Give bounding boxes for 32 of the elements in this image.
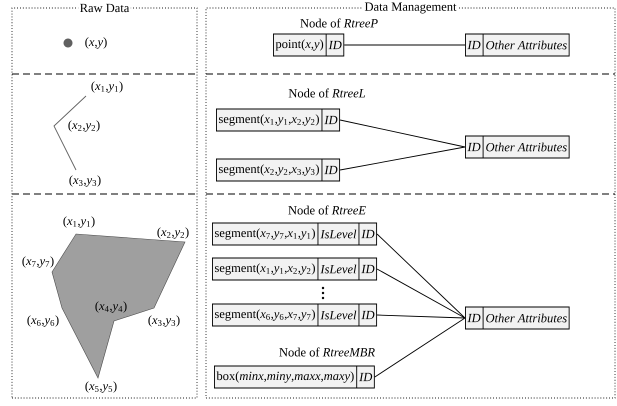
record-box: box(minx,miny,maxx,maxy) ID (214, 366, 375, 388)
record-box: point(x,y) ID (273, 34, 344, 56)
record-box: segment(x$_{1}$,y$_{1}$,x$_{2}$,y$_{2}$) ID (216, 108, 340, 132)
connector-line (340, 120, 466, 148)
record-box: segment(x$_{1}$,y$_{1}$,x$_{2}$,y$_{2}$) IsLevel ID (212, 258, 378, 280)
tree-node-heading: Node of RtreeMBR (279, 348, 375, 356)
coordinate-label: (x$_{6}$,y$_{6}$) (27, 315, 59, 327)
coordinate-label: (x$_{3}$,y$_{3}$) (148, 315, 180, 327)
record-box: ID Other Attributes (465, 34, 570, 56)
record-box: segment(x$_{2}$,y$_{2}$,x$_{3}$,y$_{3}$) ID (216, 158, 340, 182)
connector-line (376, 268, 466, 318)
tree-node-heading: Node of RtreeE (288, 206, 366, 214)
connector-line (340, 146, 466, 170)
connector-line (344, 44, 466, 46)
coordinate-label: (x$_{2}$,y$_{2}$) (157, 227, 189, 239)
coordinate-label: (x$_{3}$,y$_{3}$) (69, 175, 101, 187)
coordinate-label: (x$_{5}$,y$_{5}$) (85, 381, 117, 393)
record-box: ID Other Attributes (465, 136, 570, 158)
record-box: ID Other Attributes (465, 306, 570, 330)
record-box: segment(x$_{6}$,y$_{6}$,x$_{7}$,y$_{7}$) IsLevel ID (212, 304, 378, 326)
coordinate-label: (x$_{4}$,y$_{4}$) (95, 301, 127, 313)
coordinate-label: (x$_{1}$,y$_{1}$) (63, 216, 95, 228)
connector-line (374, 318, 466, 378)
coordinate-label: (x$_{2}$,y$_{2}$) (68, 120, 100, 132)
tree-node-heading: Node of RtreeP (300, 18, 378, 28)
tree-node-heading: Node of RtreeL (288, 88, 366, 98)
coordinate-label: (x$_{7}$,y$_{7}$) (22, 256, 54, 268)
connector-line (376, 234, 466, 318)
coordinate-label: (x$_{1}$,y$_{1}$) (91, 81, 123, 93)
record-box: segment(x$_{7}$,y$_{7}$,x$_{1}$,y$_{1}$) IsLevel ID (212, 222, 378, 246)
coordinate-label: (x,y) (85, 37, 107, 49)
connector-line (376, 314, 466, 318)
